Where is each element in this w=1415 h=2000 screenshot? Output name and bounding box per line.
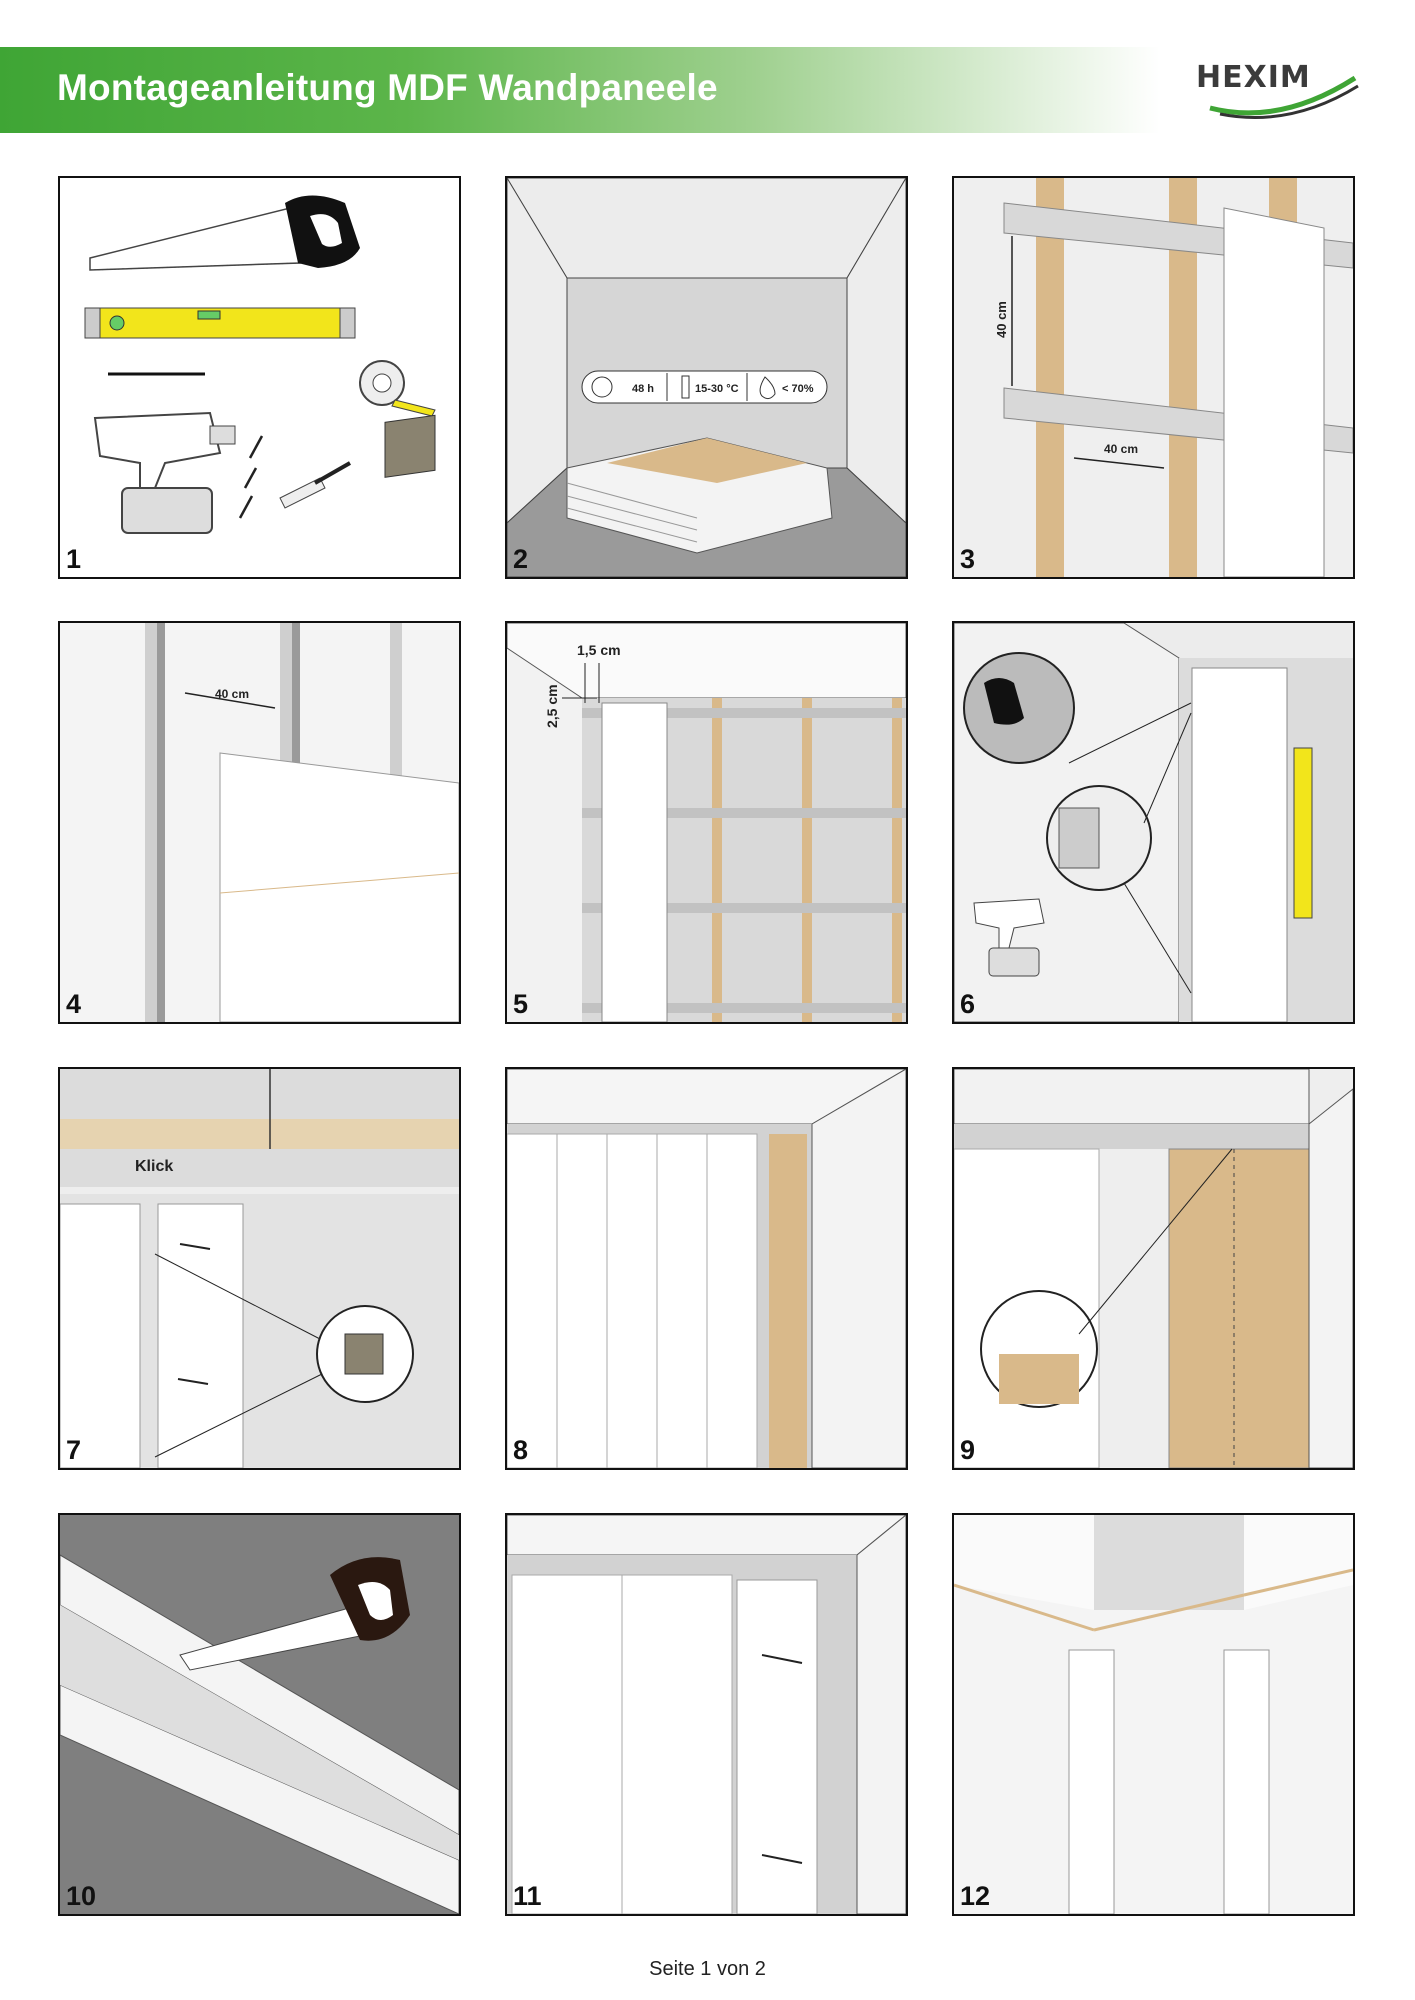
saw-icon	[89, 195, 360, 271]
logo-text: HEXIM	[1196, 60, 1311, 95]
spacing-label: 40 cm	[215, 687, 249, 701]
step-number: 11	[513, 1881, 542, 1911]
step-number: 1	[66, 544, 82, 574]
page-footer: Seite 1 von 2	[649, 1958, 766, 1980]
droplet-icon	[759, 376, 776, 400]
step-12-panel: 12	[952, 1513, 1355, 1916]
step-4-panel: 40 cm 4	[58, 621, 461, 1024]
corner-profile	[1223, 1649, 1270, 1914]
last-panel	[769, 1134, 807, 1468]
step-number: 2	[513, 544, 529, 574]
panel-stack	[566, 437, 833, 554]
vertical-spacing-label: 40 cm	[994, 301, 1009, 338]
spirit-level-icon	[84, 307, 356, 339]
step-6-panel: 6	[952, 621, 1355, 1024]
horizontal-spacing-label: 40 cm	[1104, 442, 1138, 456]
step-8-panel: 8	[505, 1067, 908, 1470]
first-panel	[601, 702, 668, 1022]
step-number: 4	[66, 989, 82, 1019]
drill-icon	[93, 411, 236, 534]
header-banner: Montageanleitung MDF Wandpaneele	[0, 47, 1160, 133]
step-2-panel: 48 h 15-30 °C < 70% 2	[505, 176, 908, 579]
step-number: 9	[960, 1435, 976, 1465]
saw-icon	[179, 1557, 410, 1671]
corner-profile	[1068, 1649, 1115, 1914]
clip-icon	[384, 414, 436, 478]
drill-icon	[973, 898, 1045, 977]
step-number: 3	[960, 544, 976, 574]
last-panel	[736, 1579, 818, 1914]
hexim-logo: HEXIM	[1190, 56, 1370, 126]
step-1-panel: 1	[58, 176, 461, 579]
spirit-level-icon	[1293, 747, 1313, 919]
step-3-panel: 40 cm 40 cm 3	[952, 176, 1355, 579]
thermometer-icon	[681, 375, 690, 399]
step-number: 6	[960, 989, 976, 1019]
nails-icon	[238, 435, 264, 519]
gap-side-label: 2,5 cm	[544, 684, 560, 728]
gap-top-label: 1,5 cm	[577, 642, 621, 658]
step-number: 12	[960, 1881, 991, 1911]
wall-panel	[219, 752, 459, 1022]
step-number: 8	[513, 1435, 529, 1465]
last-panel	[1168, 1148, 1310, 1468]
clip-icon	[344, 1333, 384, 1375]
step-11-panel: 11	[505, 1513, 908, 1916]
step-5-panel: 1,5 cm 2,5 cm 5	[505, 621, 908, 1024]
step-7-panel: Klick 7	[58, 1067, 461, 1470]
tape-measure-icon	[359, 360, 436, 417]
step-number: 10	[66, 1881, 97, 1911]
screw-dowel-icon	[279, 461, 351, 509]
clock-icon	[591, 376, 613, 398]
page-title: Montageanleitung MDF Wandpaneele	[57, 67, 718, 108]
wood-batten	[1036, 178, 1064, 577]
step-number: 7	[66, 1435, 82, 1465]
step-10-panel: 10	[58, 1513, 461, 1916]
step-9-panel: 9	[952, 1067, 1355, 1470]
klick-label: Klick	[135, 1158, 173, 1175]
first-panel	[1191, 667, 1288, 1022]
wall-panel	[157, 1203, 244, 1468]
wall-panel	[1223, 207, 1325, 577]
step-number: 5	[513, 989, 529, 1019]
